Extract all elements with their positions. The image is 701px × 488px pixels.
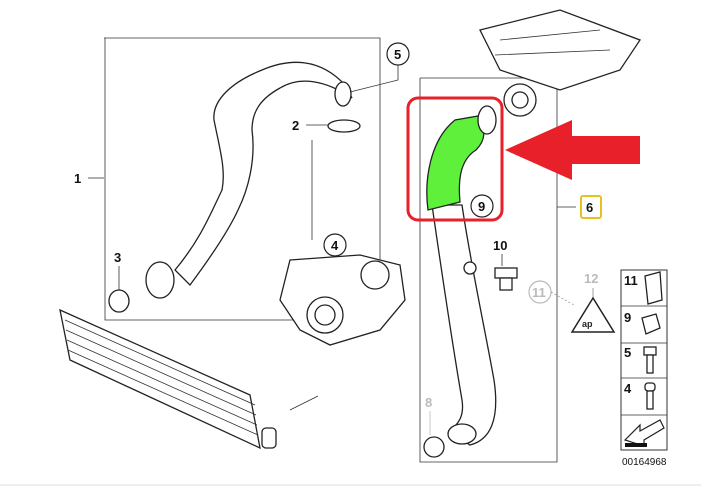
callout-6[interactable]: 6 xyxy=(586,200,593,215)
callout-4[interactable]: 4 xyxy=(331,238,339,253)
callout-2[interactable]: 2 xyxy=(292,118,299,133)
callout-11[interactable]: 11 xyxy=(532,285,546,300)
legend-item-11[interactable]: 11 xyxy=(624,273,638,288)
callout-9-circle[interactable] xyxy=(470,194,494,218)
callout-4-circle[interactable] xyxy=(323,233,347,257)
callout-1[interactable]: 1 xyxy=(74,171,81,186)
callout-10[interactable]: 10 xyxy=(493,238,507,253)
pipe-clamp-3 xyxy=(145,261,175,299)
diagram-code: 00164968 xyxy=(622,457,667,468)
charge-pipe-lower[interactable] xyxy=(431,204,497,446)
callout-6-selected-box xyxy=(580,195,602,219)
engine-cylinder-head xyxy=(479,9,641,117)
parts-legend: 11 9 5 4 00164968 xyxy=(620,269,668,468)
svg-text:ap: ap xyxy=(582,319,593,329)
socket-bolt-icon xyxy=(644,382,656,410)
pipe-end xyxy=(334,81,352,107)
group-6-frame xyxy=(419,77,558,463)
legend-item-9[interactable]: 9 xyxy=(624,310,631,325)
callout-9[interactable]: 9 xyxy=(478,199,485,214)
red-pointer-arrow xyxy=(505,120,640,180)
callout-3[interactable]: 3 xyxy=(114,250,121,265)
highlighted-hose[interactable] xyxy=(426,115,485,211)
intercooler[interactable] xyxy=(59,308,277,450)
o-ring-3[interactable] xyxy=(108,289,130,313)
o-ring-8[interactable] xyxy=(423,436,445,458)
turbocharger[interactable] xyxy=(279,254,406,346)
o-ring-2[interactable] xyxy=(327,119,361,133)
pipe-outlet xyxy=(447,423,477,445)
clamp-nut-icon xyxy=(641,313,661,335)
callout-5[interactable]: 5 xyxy=(394,47,401,62)
hex-bolt-icon xyxy=(643,346,657,374)
highlight-outline xyxy=(406,96,504,222)
hose-end xyxy=(477,105,497,135)
callout-12[interactable]: 12 xyxy=(584,271,598,286)
charge-pipe-upper[interactable] xyxy=(174,61,353,286)
clip-icon xyxy=(644,271,663,305)
callout-8[interactable]: 8 xyxy=(425,395,432,410)
legend-item-5[interactable]: 5 xyxy=(624,345,631,360)
warning-triangle-icon xyxy=(570,296,616,333)
sensor-10[interactable] xyxy=(463,261,518,291)
legend-item-4[interactable]: 4 xyxy=(624,381,632,396)
